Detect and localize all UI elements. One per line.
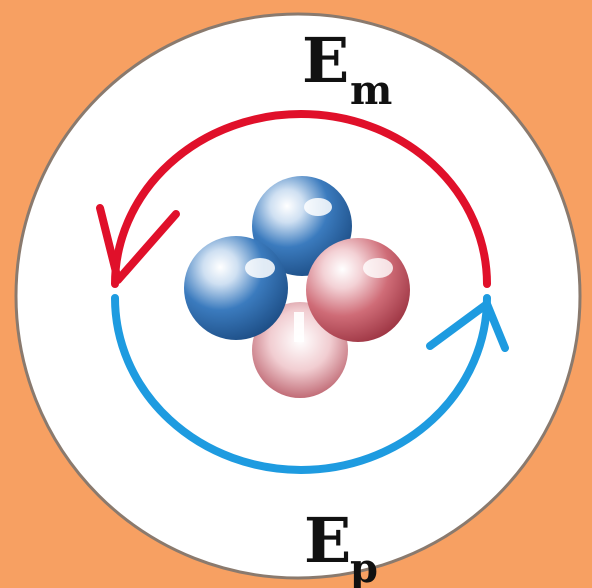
sphere-highlight <box>304 198 332 216</box>
red-sphere-right <box>306 238 410 342</box>
sphere-highlight <box>245 258 275 278</box>
background-disc <box>16 14 580 578</box>
nucleus-gap <box>294 312 304 342</box>
sphere-highlight <box>363 258 393 278</box>
blue-sphere-left <box>184 236 288 340</box>
